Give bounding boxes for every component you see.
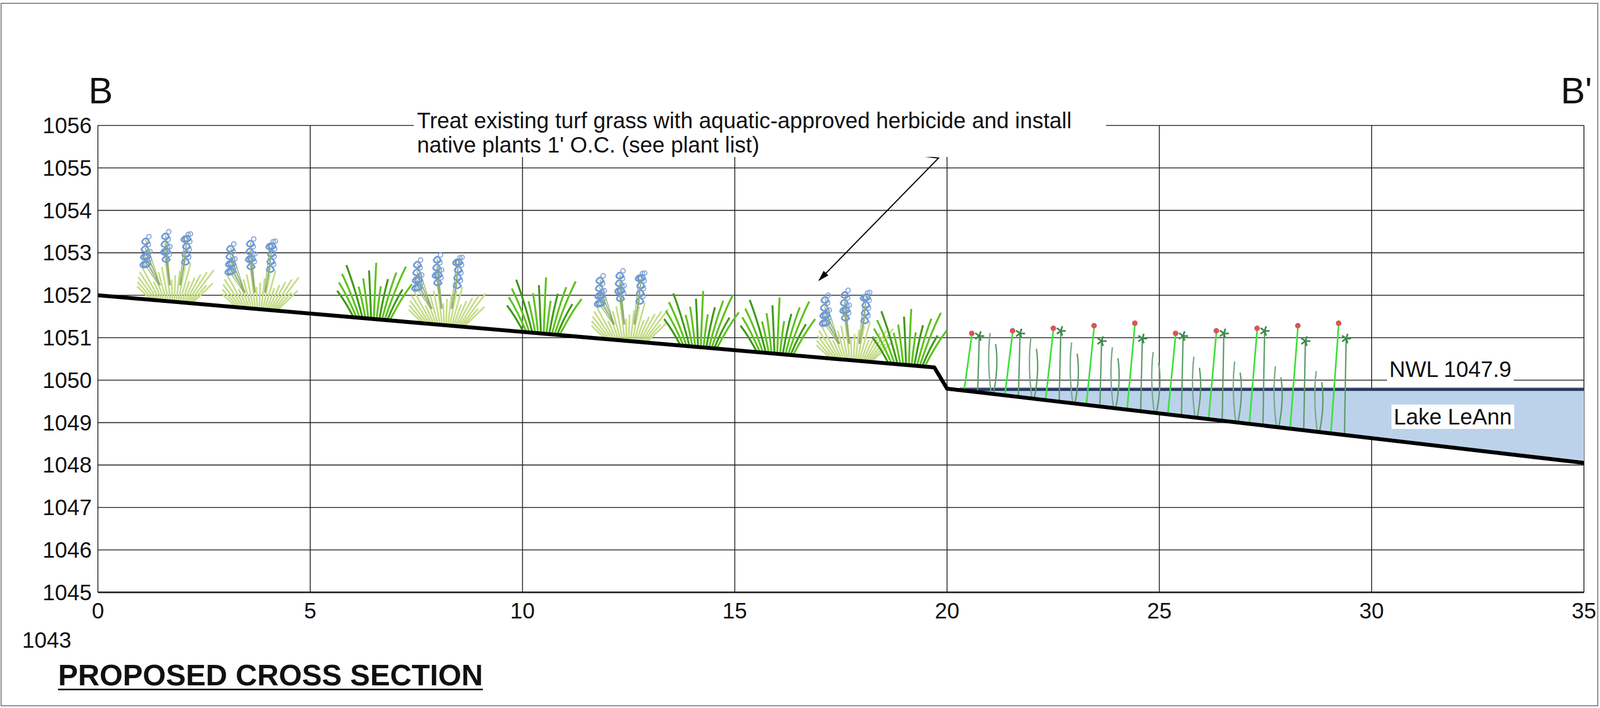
annotation: Lake LeAnn: [1391, 404, 1515, 430]
annotation: NWL 1047.9: [1387, 357, 1514, 382]
annotation: 1043: [22, 628, 72, 653]
leader-line: [819, 154, 939, 281]
elevation-tick: 1049: [42, 410, 92, 436]
elevation-tick: 1052: [42, 283, 92, 308]
distance-tick: 10: [509, 598, 535, 624]
elevation-tick: 1045: [42, 580, 92, 606]
note-callout: Treat existing turf grass with aquatic-a…: [413, 108, 1107, 158]
elevation-tick: 1054: [42, 198, 92, 223]
upland-plants: [137, 229, 947, 366]
elevation-tick: 1051: [42, 325, 92, 351]
section-marker: B: [88, 70, 113, 112]
grid: [97, 125, 1584, 593]
distance-tick: 15: [722, 598, 748, 624]
elevation-tick: 1046: [42, 538, 92, 563]
ground-profile: [97, 295, 1584, 463]
elevation-tick: 1056: [42, 113, 92, 138]
distance-tick: 20: [934, 598, 960, 624]
section-marker: B': [1560, 70, 1593, 112]
distance-tick: 30: [1359, 598, 1385, 624]
drawing-title: PROPOSED CROSS SECTION: [58, 659, 483, 692]
water-surface: [959, 388, 1584, 392]
distance-tick: 25: [1147, 598, 1172, 624]
elevation-tick: 1053: [42, 240, 92, 265]
elevation-tick: 1048: [42, 452, 92, 478]
distance-tick: 5: [304, 598, 317, 624]
distance-tick: 35: [1571, 598, 1597, 624]
nwl-line: [959, 387, 1584, 389]
elevation-tick: 1050: [42, 368, 92, 393]
elevation-tick: 1047: [42, 495, 92, 520]
distance-tick: 0: [91, 598, 104, 624]
emergent-plants: [963, 320, 1352, 436]
page-border: [1, 3, 1598, 707]
elevation-tick: 1055: [42, 155, 92, 181]
